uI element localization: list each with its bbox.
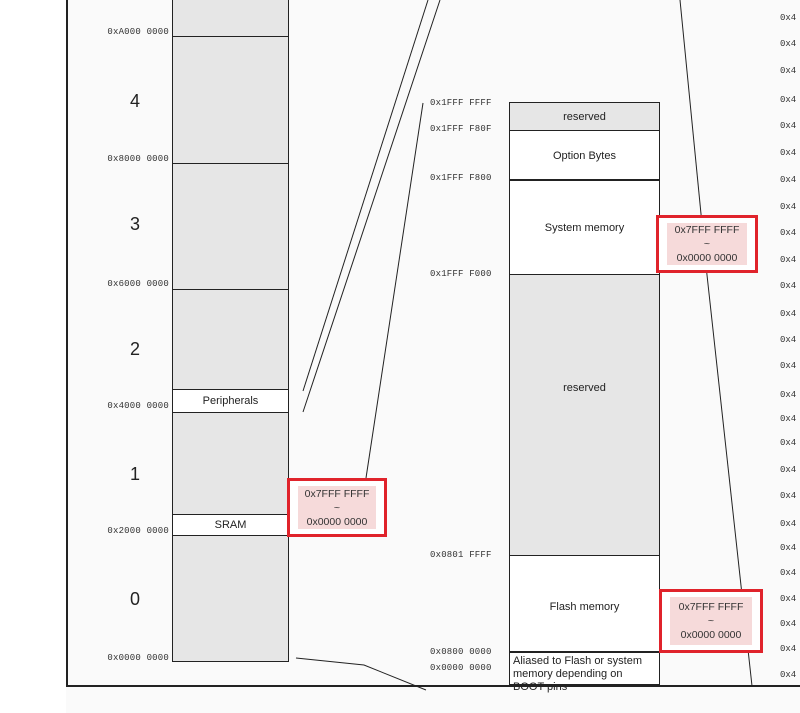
right-edge-address-label: 0x4 xyxy=(780,13,797,23)
right-edge-address-label: 0x4 xyxy=(780,202,797,212)
reserved-top-block xyxy=(509,102,660,131)
right-edge-address-label: 0x4 xyxy=(780,228,797,238)
peripherals-label: Peripherals xyxy=(202,395,259,407)
right-edge-address-label: 0x4 xyxy=(780,390,797,400)
region-label-0: 0 xyxy=(129,589,140,609)
reserved-mid-label: reserved xyxy=(563,382,606,394)
left-addr-a000: 0xA000 0000 xyxy=(107,27,169,37)
connector-sram-top xyxy=(365,102,424,479)
addr-0800-0000: 0x0800 0000 xyxy=(430,647,492,657)
system-range-bottom: 0x0000 0000 xyxy=(676,252,738,264)
right-edge-address-label: 0x4 xyxy=(780,335,797,345)
left-addr-4000: 0x4000 0000 xyxy=(107,401,169,411)
left-addr-6000: 0x6000 0000 xyxy=(107,279,169,289)
sram-range-bottom: 0x0000 0000 xyxy=(306,515,368,528)
left-addr-0000: 0x0000 0000 xyxy=(107,653,169,663)
right-edge-address-label: 0x4 xyxy=(780,594,797,604)
connector-sram-bottom xyxy=(295,657,427,691)
option-bytes-block xyxy=(509,130,660,181)
right-edge-address-label: 0x4 xyxy=(780,519,797,529)
right-edge-address-label: 0x4 xyxy=(780,414,797,424)
reserved-top-label: reserved xyxy=(563,110,606,123)
right-edge-address-label: 0x4 xyxy=(780,568,797,578)
flash-range-top: 0x7FFF FFFF xyxy=(678,601,744,613)
bottom-frame-line xyxy=(66,685,800,687)
right-edge-address-label: 0x4 xyxy=(780,670,797,680)
right-edge-address-label: 0x4 xyxy=(780,281,797,291)
right-edge-address-label: 0x4 xyxy=(780,66,797,76)
region-label-1: 1 xyxy=(129,464,140,484)
addr-1fff-ffff: 0x1FFF FFFF xyxy=(430,98,492,108)
right-edge-address-label: 0x4 xyxy=(780,543,797,553)
addr-0801-ffff: 0x0801 FFFF xyxy=(430,550,492,560)
right-edge-address-label: 0x4 xyxy=(780,309,797,319)
left-margin xyxy=(0,0,66,713)
region-label-2: 2 xyxy=(129,339,140,359)
addr-0000-0000: 0x0000 0000 xyxy=(430,663,492,673)
right-edge-address-label: 0x4 xyxy=(780,438,797,448)
left-block-4 xyxy=(172,36,289,164)
addr-1fff-f80f: 0x1FFF F80F xyxy=(430,124,492,134)
right-edge-address-label: 0x4 xyxy=(780,175,797,185)
addr-1fff-f800: 0x1FFF F800 xyxy=(430,173,492,183)
left-frame-line xyxy=(66,0,68,686)
aliased-region: Aliased to Flash or system memory depend… xyxy=(509,652,660,693)
sram-range-tilde: ~ xyxy=(333,501,341,514)
right-edge-address-label: 0x4 xyxy=(780,644,797,654)
right-edge-address-label: 0x4 xyxy=(780,148,797,158)
region-label-4: 4 xyxy=(129,91,140,111)
flash-memory-block xyxy=(509,555,660,653)
connector-peripherals-top xyxy=(302,0,429,392)
right-edge-address-label: 0x4 xyxy=(780,361,797,371)
right-edge-address-label: 0x4 xyxy=(780,491,797,501)
right-edge-address-label: 0x4 xyxy=(780,465,797,475)
system-range-top: 0x7FFF FFFF xyxy=(674,224,740,236)
left-block-0 xyxy=(172,535,289,662)
right-edge-address-label: 0x4 xyxy=(780,255,797,265)
connector-peripherals-bottom xyxy=(302,0,441,413)
system-memory-range-box: 0x7FFF FFFF ~ 0x0000 0000 xyxy=(656,215,758,273)
option-bytes-label: Option Bytes xyxy=(553,149,616,162)
right-edge-address-label: 0x4 xyxy=(780,619,797,629)
reserved-mid-block xyxy=(509,274,660,556)
region-label-3: 3 xyxy=(129,214,140,234)
left-addr-2000: 0x2000 0000 xyxy=(107,526,169,536)
system-memory-block xyxy=(509,180,660,275)
sram-label: SRAM xyxy=(214,519,247,531)
system-memory-label: System memory xyxy=(544,221,625,234)
flash-range-bottom: 0x0000 0000 xyxy=(680,629,742,641)
left-block-5 xyxy=(172,0,289,37)
right-edge-address-label: 0x4 xyxy=(780,39,797,49)
flash-memory-range-box: 0x7FFF FFFF ~ 0x0000 0000 xyxy=(659,589,763,653)
right-edge-address-label: 0x4 xyxy=(780,95,797,105)
addr-1fff-f000: 0x1FFF F000 xyxy=(430,269,492,279)
flash-range-tilde: ~ xyxy=(707,615,715,627)
system-range-tilde: ~ xyxy=(703,238,711,250)
right-edge-address-label: 0x4 xyxy=(780,121,797,131)
sram-range-top: 0x7FFF FFFF xyxy=(304,487,370,500)
left-addr-8000: 0x8000 0000 xyxy=(107,154,169,164)
left-block-3 xyxy=(172,163,289,290)
flash-memory-label: Flash memory xyxy=(549,601,620,613)
sram-address-range-box: 0x7FFF FFFF ~ 0x0000 0000 xyxy=(287,478,387,537)
